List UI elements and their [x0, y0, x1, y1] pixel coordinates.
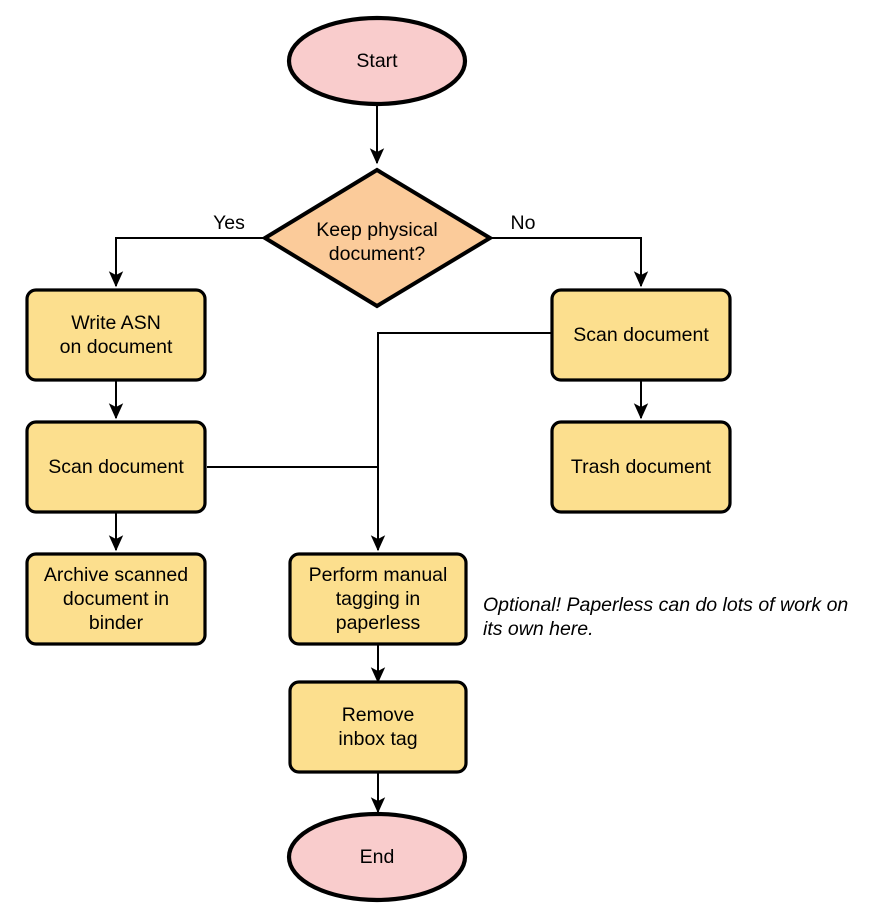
- edge-scan-right-to-tagging: [370, 332, 551, 552]
- node-start[interactable]: Start: [286, 15, 468, 107]
- scan-document-left-box: [25, 420, 207, 514]
- connector-layer: [108, 104, 649, 814]
- scan-document-right-label: Scan document: [573, 324, 709, 346]
- node-perform-manual-tagging[interactable]: Perform manual tagging in paperless: [288, 552, 468, 646]
- tagging-label-line1: Perform manual: [309, 564, 448, 586]
- end-label: End: [360, 846, 395, 868]
- node-trash-document[interactable]: Trash document: [550, 420, 732, 514]
- annotation-optional-note: Optional! Paperless can do lots of work …: [483, 594, 848, 640]
- remove-inbox-tag-box: [288, 680, 468, 774]
- scan-document-left-label: Scan document: [48, 456, 184, 478]
- tagging-label-line2: tagging in: [336, 588, 421, 610]
- edge-decision-yes-to-write-asn: [108, 237, 264, 288]
- archive-label-line2: document in: [63, 588, 169, 610]
- annotation-line2: its own here.: [483, 618, 594, 640]
- node-end[interactable]: End: [286, 811, 468, 903]
- tagging-box: [288, 552, 468, 646]
- decision-diamond: [261, 167, 494, 309]
- edge-decision-no-to-scan-right: [491, 237, 649, 288]
- node-scan-document-right[interactable]: Scan document: [550, 288, 732, 382]
- write-asn-label-line1: Write ASN: [71, 312, 161, 334]
- write-asn-label-line2: on document: [60, 336, 173, 358]
- edge-label-no: No: [511, 212, 536, 234]
- decision-label-line2: document?: [329, 243, 426, 265]
- scan-document-right-box: [550, 288, 732, 382]
- trash-document-box: [550, 420, 732, 514]
- write-asn-box: [25, 288, 207, 382]
- start-ellipse: [286, 15, 468, 107]
- end-ellipse: [286, 811, 468, 903]
- node-archive-scanned-document[interactable]: Archive scanned document in binder: [25, 552, 207, 646]
- node-decision-keep-physical-document[interactable]: Keep physical document?: [261, 167, 494, 309]
- annotation-line1: Optional! Paperless can do lots of work …: [483, 594, 848, 616]
- remove-inbox-tag-label-line1: Remove: [342, 704, 415, 726]
- archive-label-line3: binder: [89, 612, 144, 634]
- archive-label-line1: Archive scanned: [44, 564, 188, 586]
- remove-inbox-tag-label-line2: inbox tag: [338, 728, 417, 750]
- tagging-label-line3: paperless: [336, 612, 421, 634]
- archive-box: [25, 552, 207, 646]
- node-write-asn[interactable]: Write ASN on document: [25, 288, 207, 382]
- edge-label-yes: Yes: [213, 212, 245, 234]
- node-remove-inbox-tag[interactable]: Remove inbox tag: [288, 680, 468, 774]
- trash-document-label: Trash document: [571, 456, 712, 478]
- node-scan-document-left[interactable]: Scan document: [25, 420, 207, 514]
- decision-label-line1: Keep physical: [316, 219, 437, 241]
- start-label: Start: [356, 50, 398, 72]
